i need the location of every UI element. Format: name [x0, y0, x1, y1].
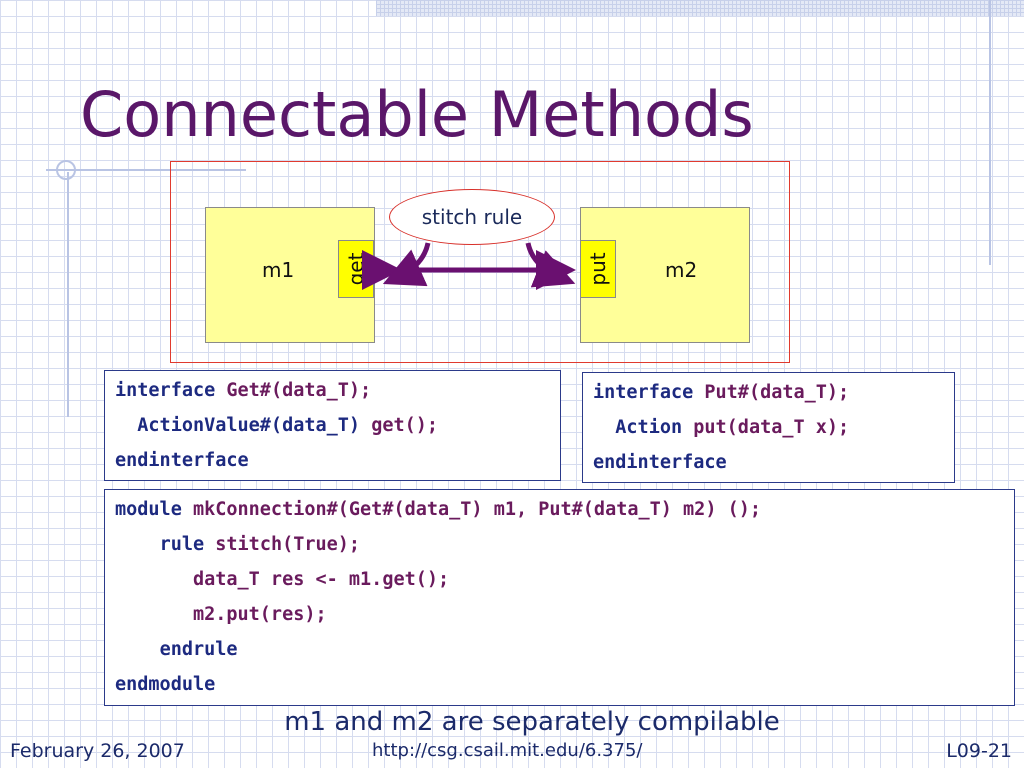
- decorative-left-rule: [67, 172, 69, 417]
- put-interface-code: interface Put#(data_T); Action put(data_…: [582, 372, 955, 483]
- slide-caption: m1 and m2 are separately compilable: [284, 707, 780, 737]
- code-keyword: ActionValue#(data_T): [137, 415, 361, 436]
- stitch-rule-label: stitch rule: [421, 205, 523, 229]
- footer-page-number: L09-21: [946, 740, 1012, 762]
- decorative-top-band: [376, 0, 1024, 16]
- code-text: Put#(data_T);: [704, 382, 850, 403]
- code-text: put(data_T x);: [693, 417, 850, 438]
- put-port: put: [580, 240, 616, 298]
- code-text: mkConnection#(Get#(data_T) m1, Put#(data…: [192, 499, 762, 520]
- decorative-crosshair: [56, 160, 76, 180]
- module-code: module mkConnection#(Get#(data_T) m1, Pu…: [104, 489, 1015, 706]
- get-port-label: get: [344, 252, 368, 286]
- get-interface-code: interface Get#(data_T); ActionValue#(dat…: [104, 370, 561, 481]
- code-keyword: endrule: [159, 639, 238, 660]
- code-keyword: module: [115, 499, 182, 520]
- slide-title: Connectable Methods: [80, 78, 754, 151]
- code-keyword: interface: [593, 382, 694, 403]
- diagram-frame: [170, 161, 790, 363]
- code-keyword: rule: [159, 534, 205, 555]
- stitch-rule-oval: stitch rule: [389, 189, 555, 245]
- code-keyword: Action: [615, 417, 683, 438]
- code-text: get();: [371, 415, 439, 436]
- code-keyword: endinterface: [115, 450, 249, 471]
- code-keyword: endmodule: [115, 674, 216, 695]
- title-underline-rule: [46, 169, 246, 171]
- code-keyword: endinterface: [593, 452, 727, 473]
- module-m1-label: m1: [262, 258, 295, 282]
- module-m2-label: m2: [665, 258, 698, 282]
- get-port: get: [338, 240, 374, 298]
- footer-date: February 26, 2007: [10, 740, 185, 762]
- put-port-label: put: [586, 252, 610, 286]
- code-text: Get#(data_T);: [226, 380, 372, 401]
- code-text: m2.put(res);: [192, 604, 327, 625]
- footer-url: http://csg.csail.mit.edu/6.375/: [372, 740, 643, 761]
- code-text: data_T res <- m1.get();: [192, 569, 450, 590]
- decorative-right-rule: [989, 0, 991, 265]
- code-text: stitch(True);: [215, 534, 361, 555]
- code-keyword: interface: [115, 380, 216, 401]
